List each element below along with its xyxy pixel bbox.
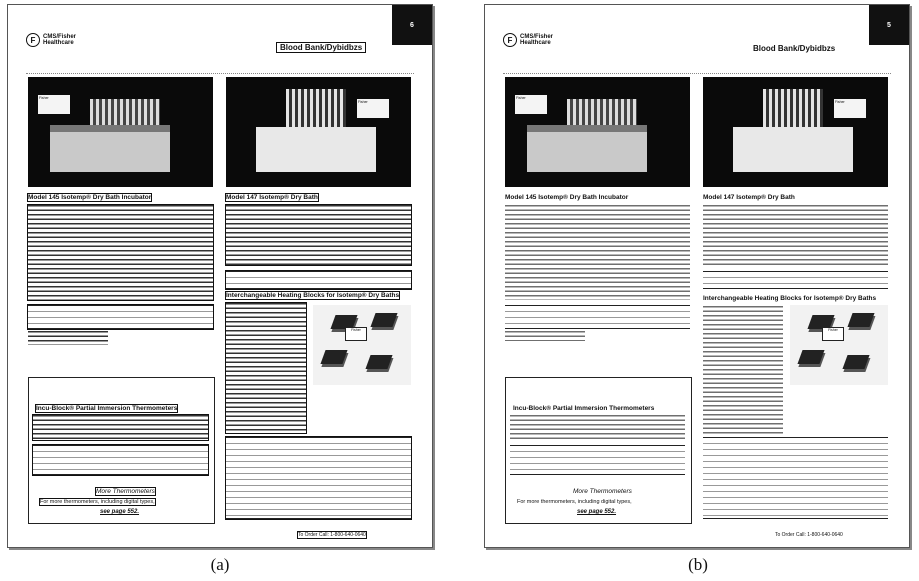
more-thermometers-text: For more thermometers, including digital…: [39, 498, 156, 506]
thermometer-heading: Incu-Block® Partial Immersion Thermomete…: [513, 405, 655, 412]
product-photo-left: Fisher: [28, 77, 213, 187]
section-title: Blood Bank/Dybidbzs: [753, 44, 836, 53]
thermometer-box: [28, 377, 215, 524]
page-number: 6: [392, 5, 432, 45]
order-table: [27, 304, 214, 330]
product-photo-right: Fisher: [703, 77, 888, 187]
divider: [503, 73, 891, 74]
product-photo-right: Fisher: [226, 77, 411, 187]
product-photo-left: Fisher: [505, 77, 690, 187]
see-page-link[interactable]: see page 552.: [100, 509, 140, 515]
order-line: To Order Call: 1-800-640-0640: [775, 532, 843, 538]
fisher-logo-icon: F: [26, 33, 40, 47]
order-table: [703, 437, 888, 519]
heating-blocks-heading: Interchangeable Heating Blocks for Isote…: [224, 291, 401, 300]
divider: [26, 73, 414, 74]
logo-text: CMS/Fisher Healthcare: [520, 34, 554, 46]
order-table: [505, 305, 690, 329]
text-block: [703, 205, 888, 265]
more-thermometers-title: More Thermometers: [573, 488, 632, 495]
photo-tag: Fisher: [834, 99, 866, 118]
heating-blocks-image: Fisher: [313, 305, 411, 385]
text-block: [505, 205, 690, 300]
text-block: [505, 331, 585, 341]
photo-tag: Fisher: [357, 99, 389, 118]
order-table: [510, 445, 685, 475]
order-table: [32, 444, 209, 476]
document-page-a: F CMS/Fisher Healthcare Blood Bank/Dybid…: [7, 4, 433, 548]
document-page-b: F CMS/Fisher Healthcare Blood Bank/Dybid…: [484, 4, 910, 548]
text-block: [32, 414, 209, 441]
column-heading-right: Model 147 Isotemp® Dry Bath: [225, 193, 319, 202]
column-heading-left: Model 145 Isotemp® Dry Bath Incubator: [26, 193, 153, 202]
text-block: [703, 306, 783, 436]
section-title: Blood Bank/Dybidbzs: [276, 42, 367, 53]
text-block: [510, 415, 685, 440]
see-page-link[interactable]: see page 552.: [577, 509, 617, 515]
text-block: [225, 204, 412, 266]
caption-b: (b): [688, 555, 708, 574]
page-number: 5: [869, 5, 909, 45]
fisher-logo-icon: F: [503, 33, 517, 47]
order-table: [225, 270, 412, 290]
more-thermometers-title: More Thermometers: [95, 487, 156, 496]
thermometer-heading: Incu-Block® Partial Immersion Thermomete…: [34, 404, 179, 413]
text-block: [27, 204, 214, 301]
company-logo: F CMS/Fisher Healthcare: [26, 33, 89, 47]
text-block: [28, 331, 108, 345]
heating-blocks-heading: Interchangeable Heating Blocks for Isote…: [703, 295, 877, 302]
thermometer-box: [505, 377, 692, 524]
heating-blocks-image: Fisher: [790, 305, 888, 385]
column-heading-right: Model 147 Isotemp® Dry Bath: [703, 194, 795, 201]
order-table: [703, 271, 888, 289]
more-thermometers-text: For more thermometers, including digital…: [517, 499, 632, 505]
photo-tag: Fisher: [515, 95, 547, 114]
column-heading-left: Model 145 Isotemp® Dry Bath Incubator: [505, 194, 629, 201]
order-table: [225, 436, 412, 520]
logo-text: CMS/Fisher Healthcare: [43, 34, 77, 46]
text-block: [225, 302, 307, 434]
company-logo: F CMS/Fisher Healthcare: [503, 33, 566, 47]
order-line: To Order Call: 1-800-640-0640: [297, 531, 367, 539]
photo-tag: Fisher: [38, 95, 70, 114]
caption-a: (a): [210, 555, 230, 574]
